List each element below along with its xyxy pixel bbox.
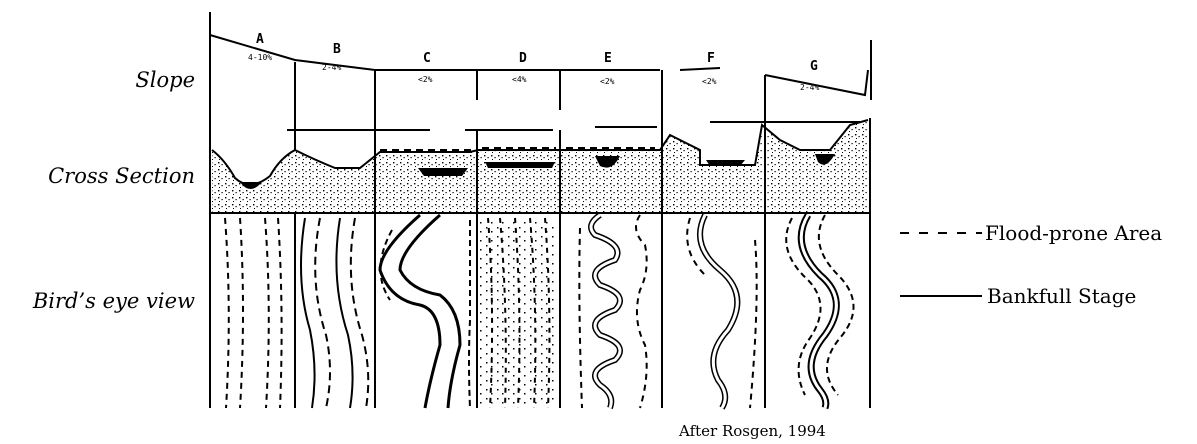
stream-slope-c: <2% bbox=[418, 75, 433, 84]
stream-slope-d: <4% bbox=[512, 75, 527, 84]
stream-letter-b: B bbox=[333, 42, 341, 57]
birds-eye-e bbox=[560, 213, 647, 408]
birds-eye-d bbox=[477, 213, 555, 408]
birds-eye-c bbox=[375, 213, 470, 408]
stream-slope-f: <2% bbox=[702, 77, 717, 86]
stream-slope-e: <2% bbox=[600, 77, 615, 86]
stream-letter-d: D bbox=[519, 51, 527, 66]
stream-slope-b: 2-4% bbox=[322, 63, 341, 72]
cross-section-row bbox=[212, 100, 868, 213]
stream-slope-a: 4-10% bbox=[248, 53, 272, 62]
stream-letter-a: A bbox=[256, 32, 264, 47]
legend bbox=[900, 233, 982, 296]
stream-slope-g: 2-4% bbox=[800, 83, 819, 92]
birds-eye-f bbox=[662, 213, 757, 408]
slope-profile bbox=[210, 35, 868, 115]
stream-letter-g: G bbox=[810, 59, 818, 74]
birds-eye-a bbox=[225, 218, 282, 408]
legend-flood-prone-label: Flood-prone Area bbox=[985, 221, 1162, 245]
stream-letter-e: E bbox=[604, 51, 612, 66]
stream-letter-c: C bbox=[423, 51, 431, 66]
stream-letter-f: F bbox=[707, 51, 715, 66]
birds-eye-row bbox=[225, 213, 854, 408]
legend-bankfull-label: Bankfull Stage bbox=[987, 284, 1136, 308]
birds-eye-g bbox=[765, 213, 854, 408]
source-caption: After Rosgen, 1994 bbox=[679, 422, 826, 440]
stream-type-labels: A 4-10% B 2-4% C <2% D <4% E <2% F <2% G… bbox=[248, 32, 819, 92]
birds-eye-b bbox=[295, 213, 368, 408]
